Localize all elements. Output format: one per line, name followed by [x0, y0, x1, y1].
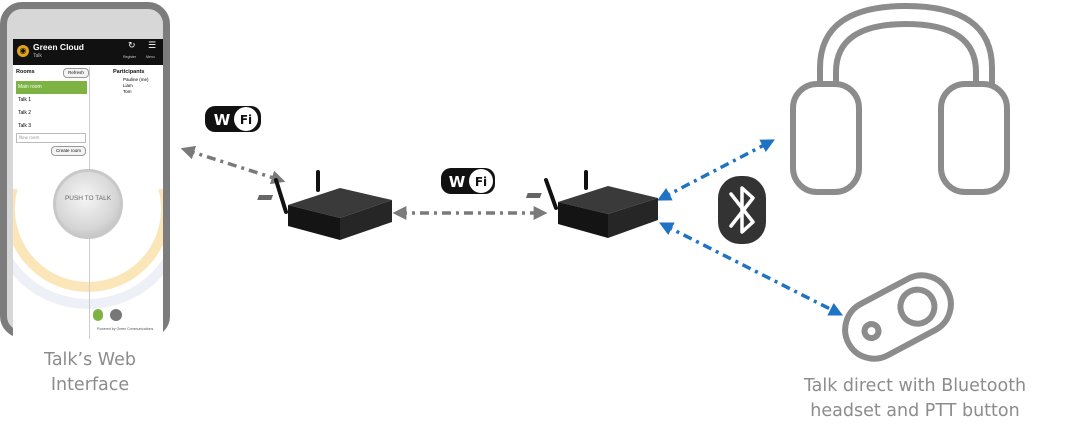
wifi-link-phone-router: [180, 145, 286, 185]
ptt-button-icon: [842, 272, 954, 362]
participant-item: Tom: [123, 89, 132, 94]
room-item-talk1[interactable]: Talk 1: [18, 97, 32, 103]
caption-web-interface: Talk’s Web Interface: [8, 348, 172, 398]
rooms-list: Main room Talk 1 Talk 2 Talk 3: [16, 81, 87, 133]
bluetooth-link-headset: [657, 139, 775, 201]
participant-item: Liam: [123, 83, 133, 88]
app-header: ◉ Green Cloud Talk ↻ ☰ Register Menu: [13, 39, 163, 65]
mic-icon[interactable]: [93, 309, 103, 321]
room-item-main[interactable]: Main room: [16, 81, 87, 94]
menu-icon[interactable]: ☰: [148, 41, 157, 51]
participant-item: Pauline (me): [123, 77, 149, 82]
room-item-talk2[interactable]: Talk 2: [18, 110, 32, 116]
phone-screen: ◉ Green Cloud Talk ↻ ☰ Register Menu Roo…: [13, 39, 163, 339]
bluetooth-icon: [718, 176, 766, 244]
caption-web-interface-line2: Interface: [50, 375, 130, 395]
push-to-talk-label: PUSH TO TALK: [64, 195, 112, 202]
decorative-background: [13, 189, 163, 309]
participants-list: Pauline (me) Liam Tom: [123, 77, 149, 95]
room-item-talk3[interactable]: Talk 3: [18, 123, 32, 129]
create-room-button[interactable]: Create room: [51, 146, 86, 156]
bluetooth-link-ptt: [659, 222, 843, 316]
register-label: Register: [123, 55, 137, 59]
caption-bluetooth-line2: headset and PTT button: [810, 401, 1020, 421]
rooms-title: Rooms: [16, 69, 35, 75]
app-footer: Powered by Green Communications: [97, 327, 154, 331]
app-subtitle: Talk: [33, 53, 42, 59]
wifi-badge-middle-fi: Fi: [475, 175, 487, 189]
smartphone: ◉ Green Cloud Talk ↻ ☰ Register Menu Roo…: [0, 2, 170, 339]
caption-web-interface-line1: Talk’s Web: [44, 350, 136, 370]
refresh-icon[interactable]: ↻: [128, 41, 136, 51]
refresh-button[interactable]: Refresh: [63, 68, 89, 78]
router-device-right: [525, 170, 658, 238]
wifi-badge-middle: W Fi: [441, 168, 495, 194]
router-device-left: [257, 170, 392, 240]
menu-label: Menu: [146, 55, 155, 59]
wifi-badge-left-w: W: [214, 111, 231, 129]
push-to-talk-button[interactable]: [53, 169, 123, 239]
pause-icon[interactable]: [110, 309, 122, 321]
app-name: Green Cloud: [33, 42, 85, 52]
wifi-badge-left-fi: Fi: [240, 113, 252, 127]
headphones-icon: [790, 2, 1010, 195]
caption-bluetooth-line1: Talk direct with Bluetooth: [803, 376, 1027, 396]
wifi-badge-left: W Fi: [205, 106, 261, 132]
app-logo-icon: ◉: [17, 45, 29, 57]
participants-title: Participants: [113, 69, 145, 75]
caption-bluetooth: Talk direct with Bluetooth headset and P…: [770, 374, 1060, 424]
wifi-badge-middle-w: W: [449, 173, 466, 191]
new-room-input[interactable]: New room: [16, 133, 86, 143]
